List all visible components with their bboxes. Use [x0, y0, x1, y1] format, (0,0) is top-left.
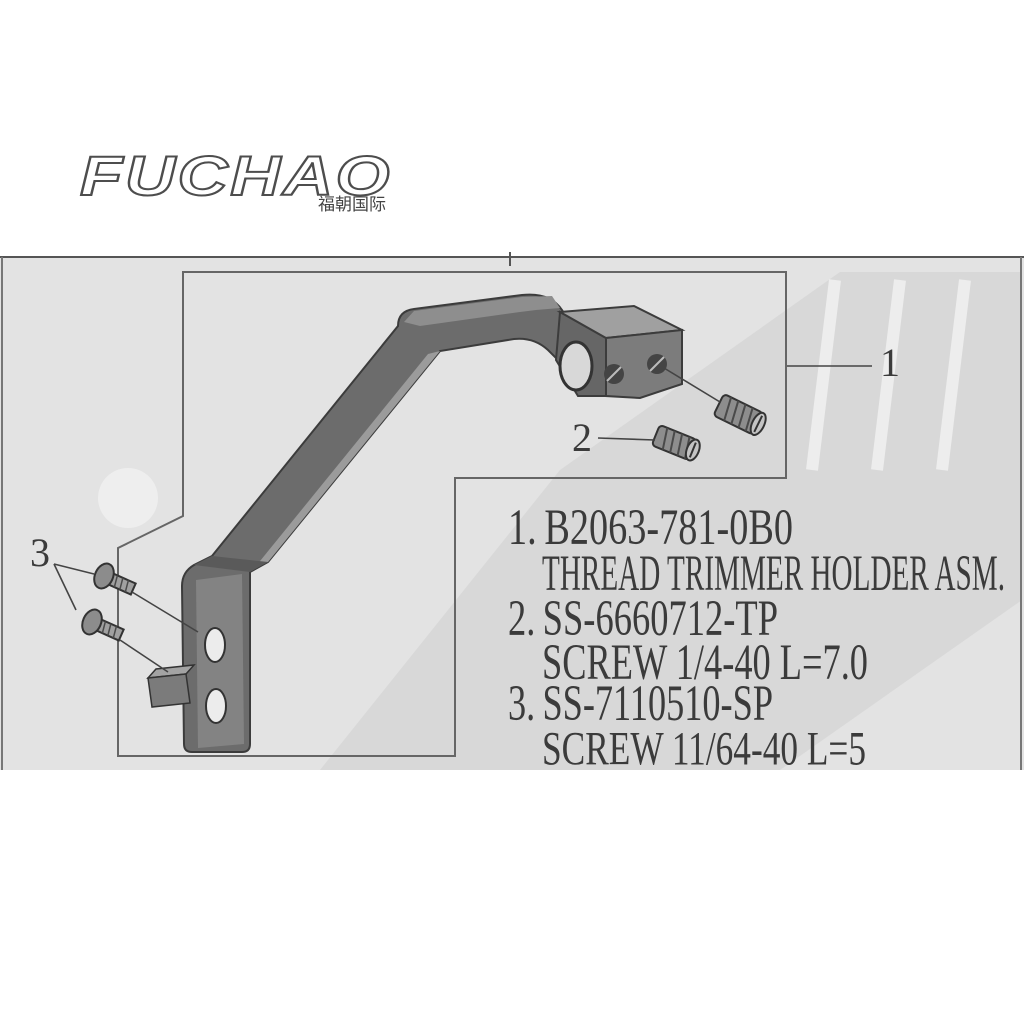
holder-arm-edge-highlight	[256, 351, 440, 566]
callout-item-3: 3	[30, 530, 50, 575]
set-screw-a-threads	[723, 397, 754, 432]
holder-block-screw-slot-right	[649, 356, 665, 372]
callout-item-1: 1	[880, 340, 900, 385]
part-3-description: SCREW 11/64-40 L=5	[542, 722, 866, 776]
part-2-code-line: 2.SS-6660712-TP	[508, 590, 778, 647]
holder-bend-face	[194, 556, 268, 572]
part-1-description: THREAD TRIMMER HOLDER ASM.	[542, 545, 1005, 602]
leader-mount-screw-b	[119, 639, 169, 673]
mount-screw-b-threads	[101, 621, 118, 639]
holder-block-bore	[558, 340, 594, 392]
leader-screw-a-to-hole	[663, 367, 721, 403]
set-screw-a	[713, 394, 767, 436]
brand-logo: FUCHAO	[79, 144, 392, 207]
watermark-band	[320, 272, 1022, 770]
set-screw-a-slot	[753, 415, 764, 433]
mount-screw-b-head	[81, 608, 103, 636]
leader-item-3-lower	[53, 563, 77, 611]
callout-item-2: 2	[572, 415, 592, 460]
set-screw-b-slot	[688, 442, 697, 458]
thread-trimmer-holder	[146, 293, 686, 753]
leader-lines	[53, 365, 872, 673]
watermark-stripes	[806, 279, 971, 471]
mount-screw-a	[93, 562, 137, 596]
leader-item-2	[597, 437, 656, 441]
leader-item-3-upper	[53, 563, 95, 575]
part-1-code-line: 1.B2063-781-0B0	[508, 499, 793, 556]
holder-arm-top-face	[404, 296, 560, 326]
watermark-stripe	[871, 279, 906, 471]
set-screw-b	[651, 425, 701, 462]
watermark-bulb	[98, 468, 158, 528]
holder-block-screw-slot-left	[606, 366, 622, 382]
leader-mount-screw-a	[131, 591, 199, 633]
mount-screw-b	[81, 608, 125, 642]
mount-screw-a-threads	[113, 575, 130, 593]
part-3-number: 3.	[508, 675, 536, 732]
watermark-stripe	[936, 279, 971, 471]
part-2-description: SCREW 1/4-40 L=7.0	[542, 634, 868, 691]
watermark-stripe	[806, 279, 841, 471]
part-2-code: SS-6660712-TP	[542, 590, 778, 647]
set-screw-b-threads	[661, 427, 691, 459]
holder-tab-front	[147, 673, 191, 708]
part-2-number: 2.	[508, 590, 536, 647]
holder-block-front-face	[605, 328, 683, 400]
brand-logo-subtitle: 福朝国际	[318, 195, 386, 215]
assembly-outline-frame	[117, 271, 787, 757]
part-3-code-line: 3.SS-7110510-SP	[508, 675, 773, 732]
holder-plate-hole-upper	[204, 627, 226, 663]
part-1-code: B2063-781-0B0	[544, 499, 793, 556]
holder-plate-hole-lower	[205, 688, 227, 724]
part-1-number: 1.	[508, 499, 537, 556]
part-3-code: SS-7110510-SP	[542, 675, 773, 732]
mount-screw-a-head	[93, 562, 115, 590]
